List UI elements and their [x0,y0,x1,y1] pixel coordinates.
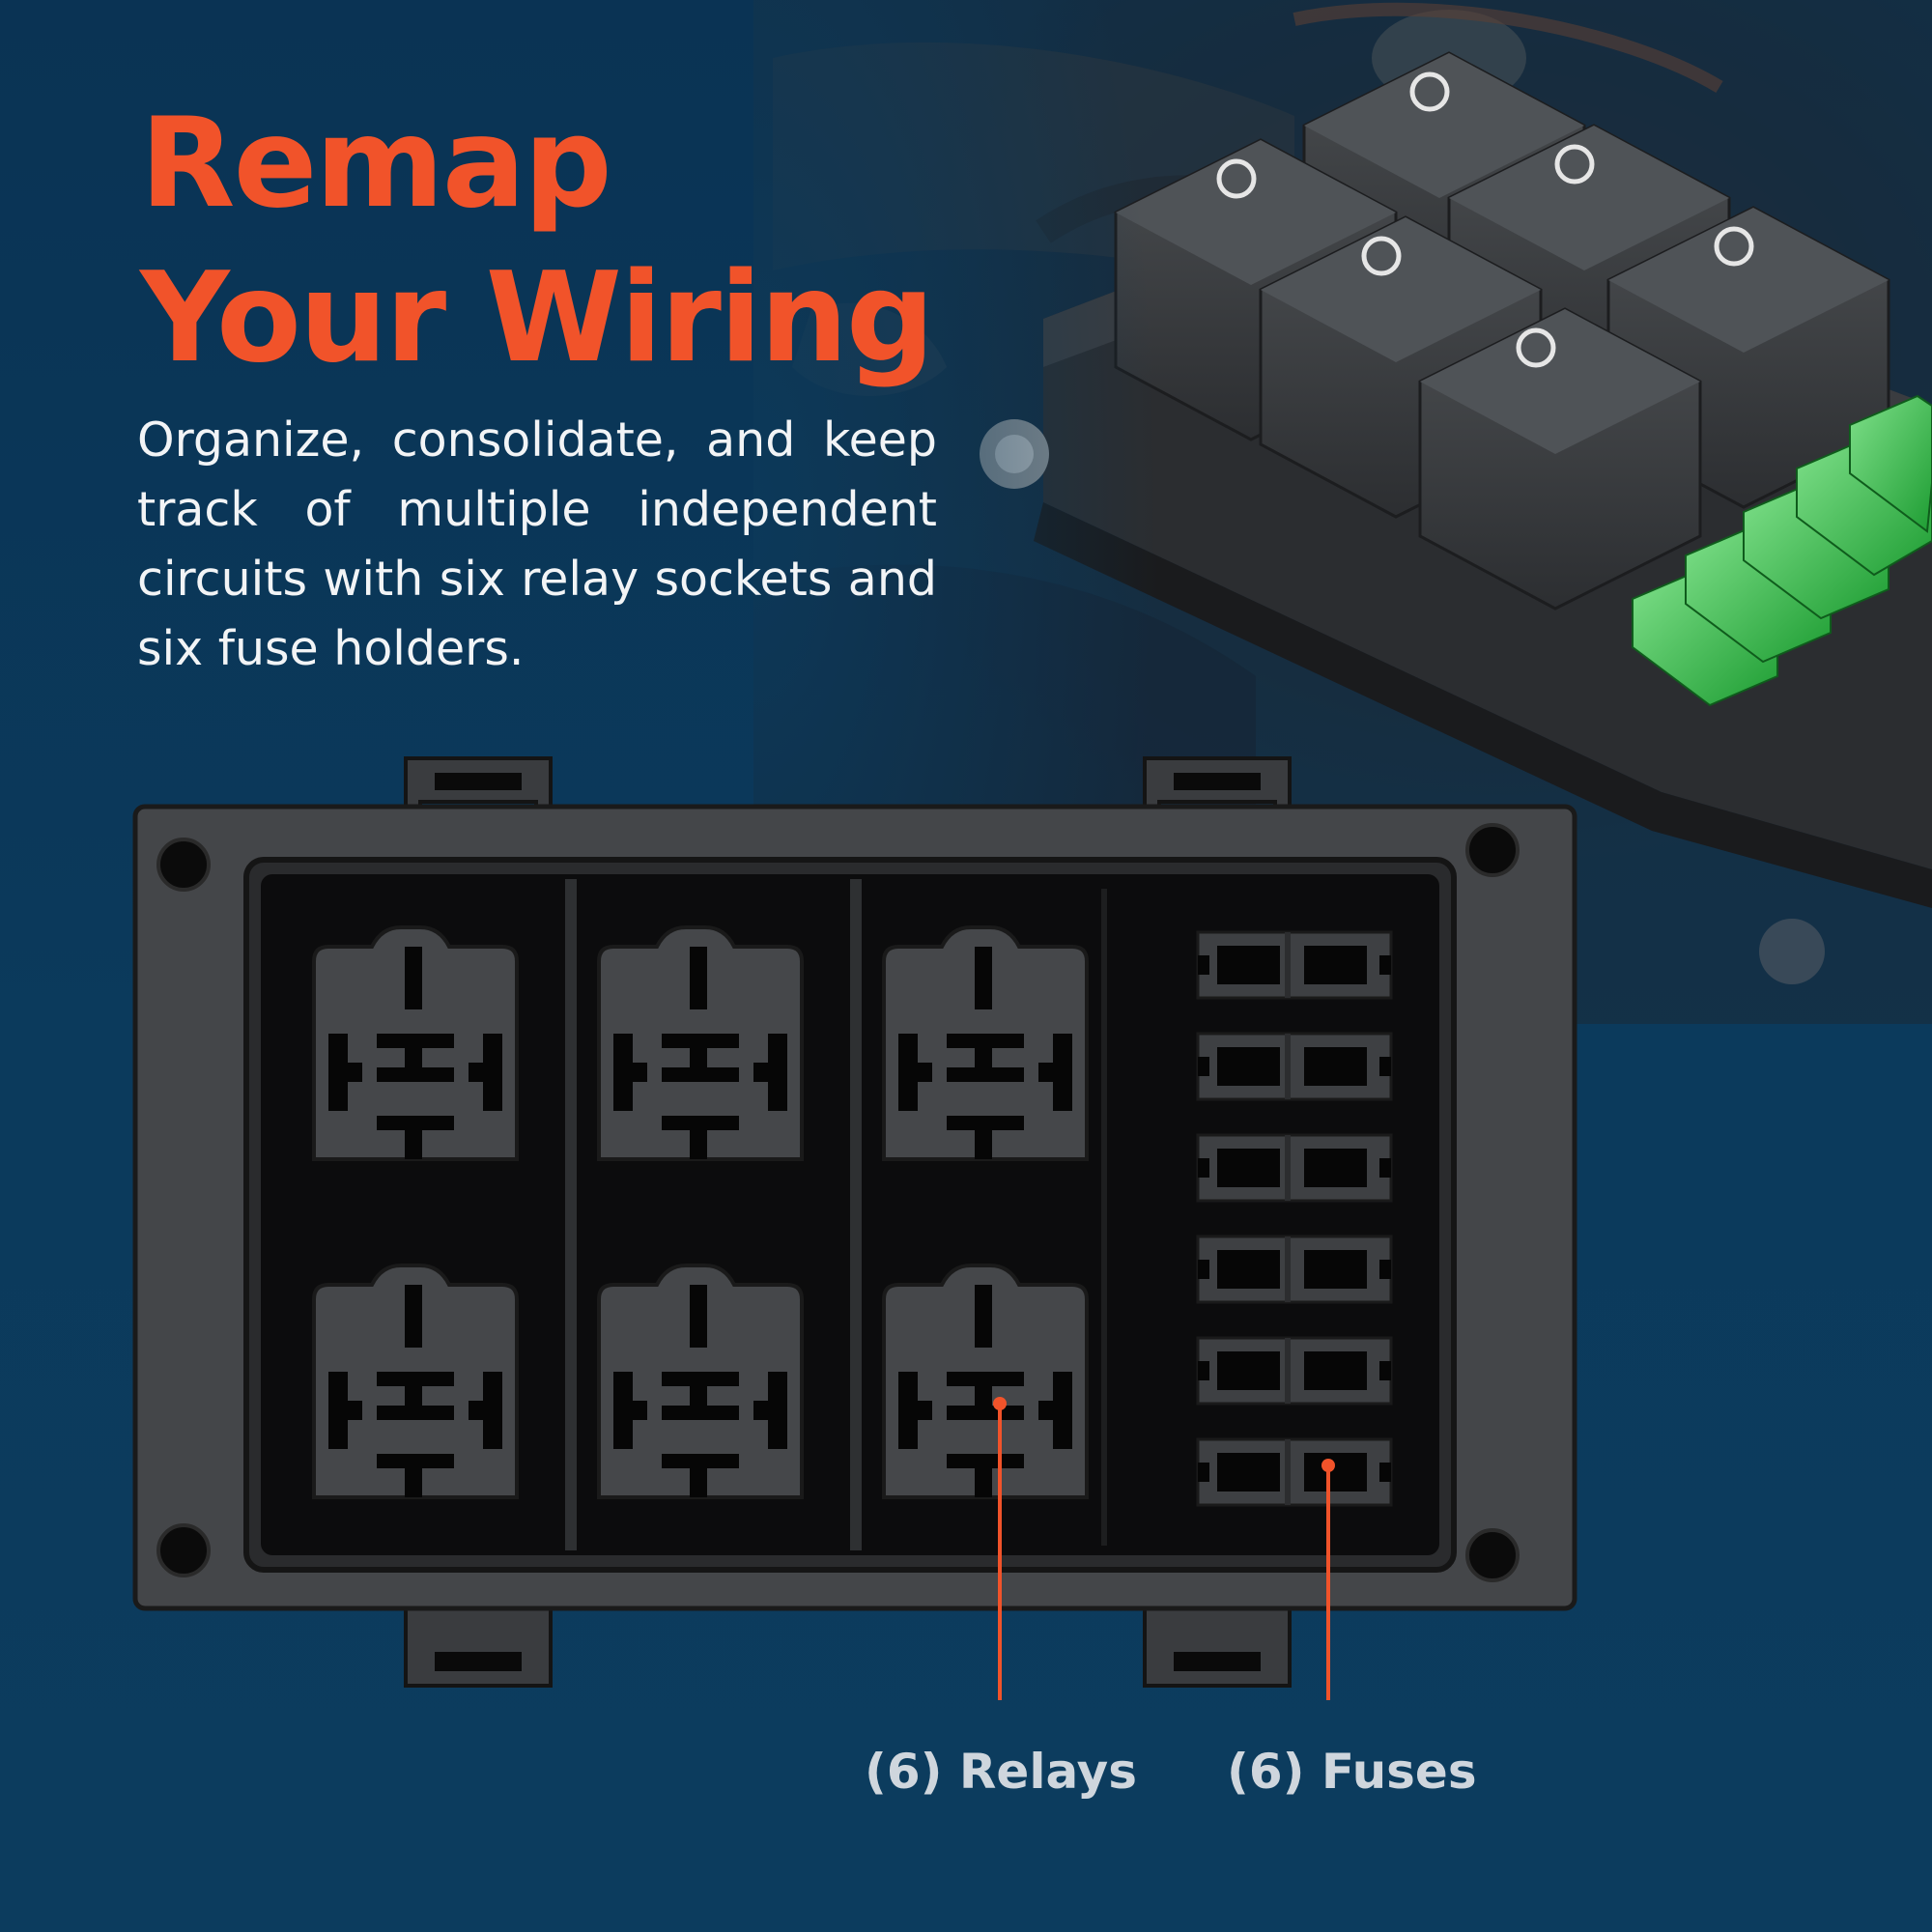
fuse-socket-1 [1196,930,1393,1000]
engine-bay-photo [753,0,1932,1024]
fuses-callout-label: (6) Fuses [1227,1744,1477,1800]
fuse-socket-6 [1196,1437,1393,1507]
headline-line-2: Your Wiring [140,246,934,390]
fuse-socket-4 [1196,1235,1393,1304]
relay-socket-2 [597,925,804,1161]
fuse-socket-3 [1196,1133,1393,1203]
relay-socket-3 [882,925,1089,1161]
relay-socket-4 [312,1264,519,1499]
relay-socket-5 [597,1264,804,1499]
relays-callout-label: (6) Relays [865,1744,1138,1800]
fuse-socket-2 [1196,1032,1393,1101]
relay-socket-6 [882,1264,1089,1499]
relay-socket-1 [312,925,519,1161]
headline-line-1: Remap [140,92,612,236]
relay-fuse-box-diagram [132,756,1577,1700]
headline: Remap Your Wiring [140,87,934,396]
fuse-socket-5 [1196,1336,1393,1406]
description-text: Organize, consolidate, and keep track of… [137,412,937,676]
